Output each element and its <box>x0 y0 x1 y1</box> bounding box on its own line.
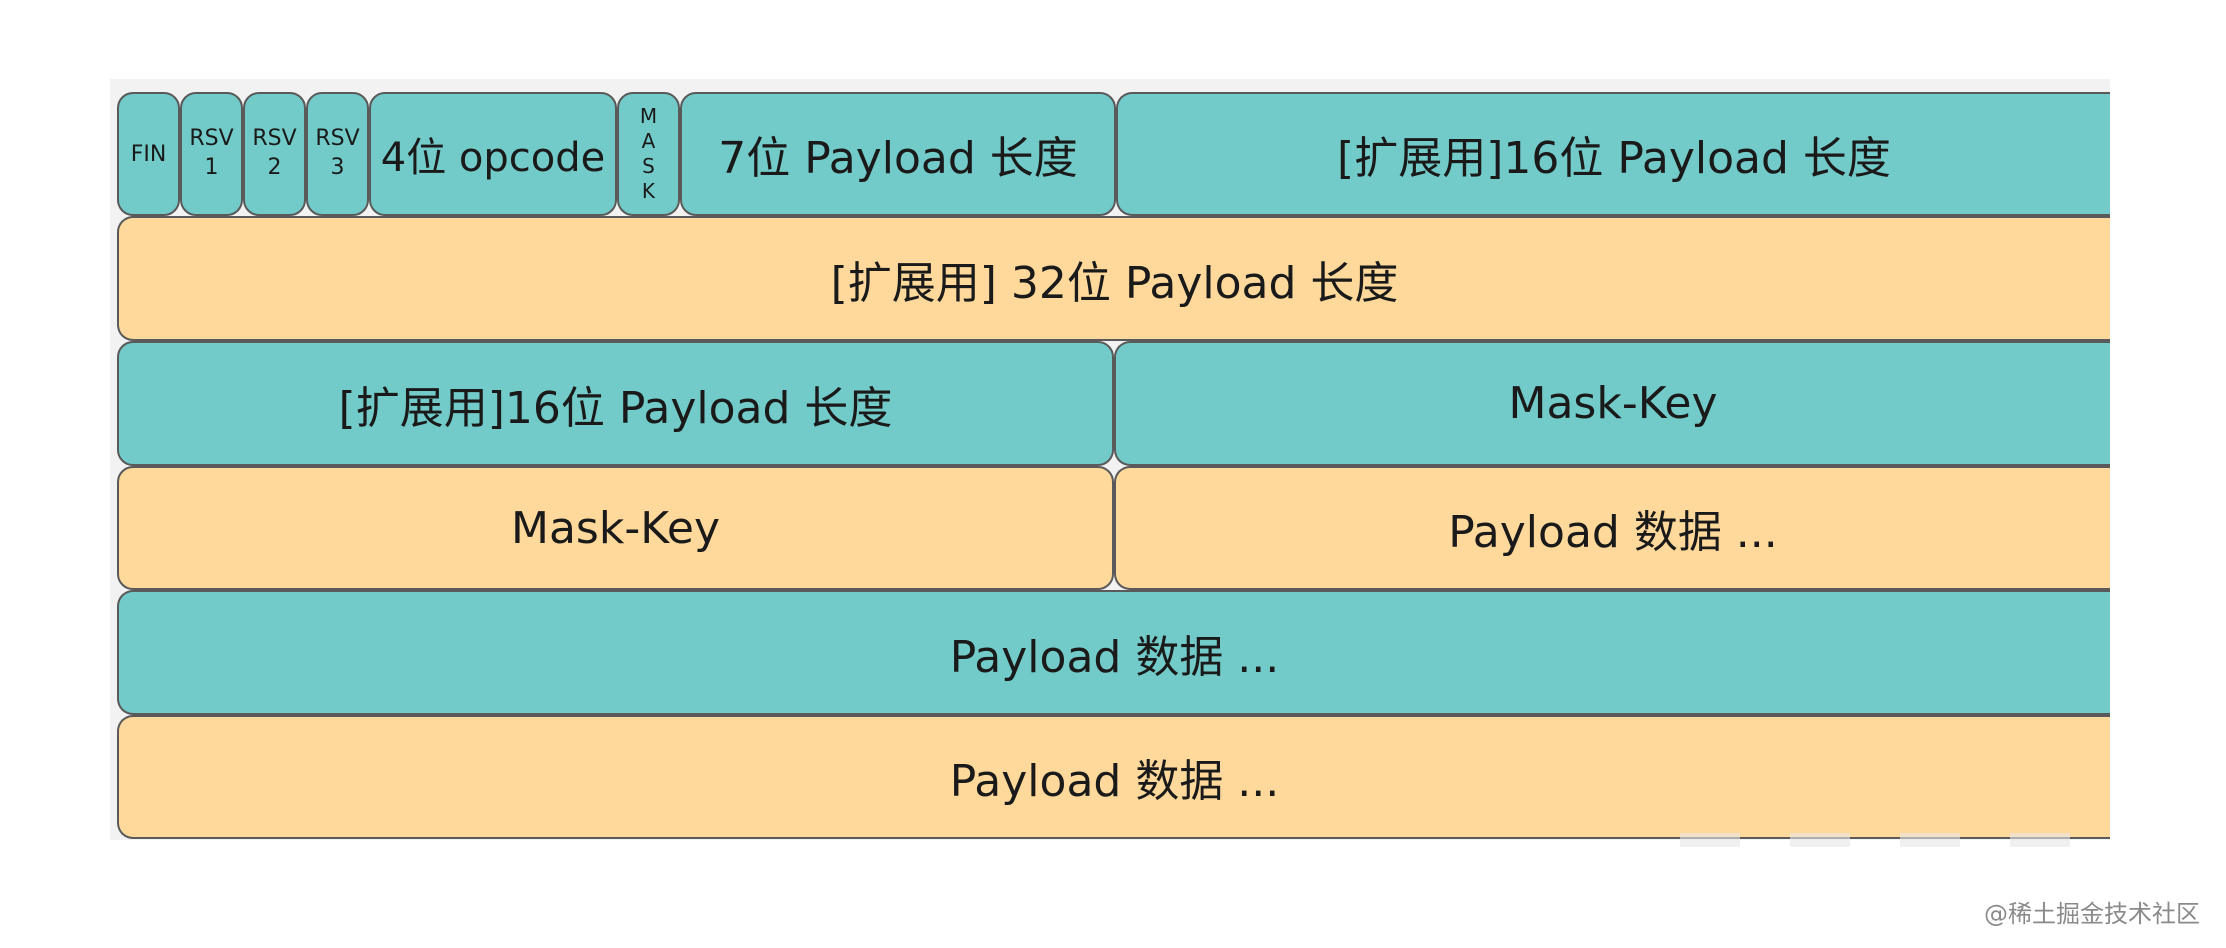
cropped-caption-remnant <box>1680 833 2110 847</box>
fin-label: FIN <box>130 141 167 167</box>
rsv1-label: RSV <box>189 126 234 152</box>
mask-key-cell-row4: Mask-Key <box>117 466 1114 590</box>
rsv3-number: 3 <box>330 155 345 180</box>
mask-key-label-row4: Mask-Key <box>511 502 720 554</box>
mask-bit-cell: M A S K <box>617 92 680 216</box>
mask-letter-s: S <box>642 154 655 178</box>
rsv2-bit-cell: RSV 2 <box>243 92 306 216</box>
ext-payload-len-16-cell: [扩展用]16位 Payload 长度 <box>1116 92 2110 216</box>
mask-letter-m: M <box>639 104 658 128</box>
ext-payload-len-16-label-row3: [扩展用]16位 Payload 长度 <box>338 382 893 434</box>
rsv2-number: 2 <box>267 155 282 180</box>
payload-len-7-cell: 7位 Payload 长度 <box>680 92 1116 216</box>
mask-letter-a: A <box>641 129 656 153</box>
ext-payload-len-16-label: [扩展用]16位 Payload 长度 <box>1337 133 1891 184</box>
ext-payload-len-32-label: [扩展用] 32位 Payload 长度 <box>830 257 1399 309</box>
rsv2-label: RSV <box>252 126 297 152</box>
mask-key-cell-row3: Mask-Key <box>1114 341 2110 466</box>
payload-data-cell-row5: Payload 数据 ... <box>117 590 2110 715</box>
payload-data-cell-row6: Payload 数据 ... <box>117 715 2110 839</box>
rsv3-label: RSV <box>315 126 360 152</box>
ext-payload-len-32-cell: [扩展用] 32位 Payload 长度 <box>117 216 2110 341</box>
fin-bit-cell: FIN <box>117 92 180 216</box>
payload-data-cell-row4: Payload 数据 ... <box>1114 466 2110 590</box>
payload-len-7-label: 7位 Payload 长度 <box>718 133 1078 184</box>
rsv1-bit-cell: RSV 1 <box>180 92 243 216</box>
mask-letter-k: K <box>641 179 656 203</box>
payload-data-label-row5: Payload 数据 ... <box>949 631 1280 683</box>
payload-data-label-row6: Payload 数据 ... <box>949 756 1280 807</box>
watermark: @稀土掘金技术社区 <box>1984 900 2200 928</box>
opcode-cell: 4位 opcode <box>369 92 617 216</box>
mask-key-label-row3: Mask-Key <box>1508 378 1718 429</box>
ext-payload-len-16-cell-row3: [扩展用]16位 Payload 长度 <box>117 341 1114 466</box>
rsv3-bit-cell: RSV 3 <box>306 92 369 216</box>
rsv1-number: 1 <box>204 155 219 180</box>
payload-data-label-row4: Payload 数据 ... <box>1448 507 1778 558</box>
opcode-label: 4位 opcode <box>380 135 606 181</box>
